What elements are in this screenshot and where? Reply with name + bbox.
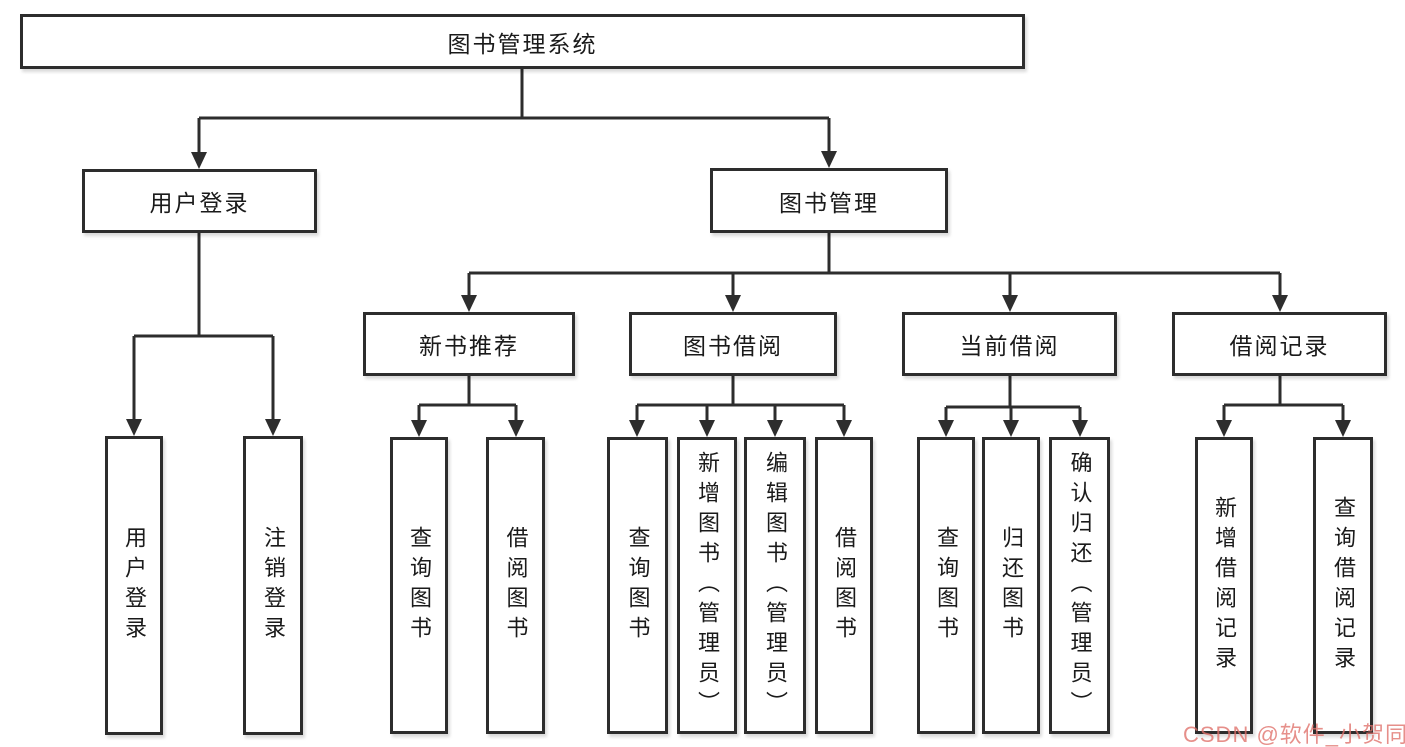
node-leaf-borrow-books-recommend-label: 借阅图书 <box>503 525 529 646</box>
node-leaf-user-login: 用户登录 <box>105 436 163 735</box>
node-leaf-add-books-admin: 新增图书（管理员） <box>677 437 737 734</box>
node-leaf-borrow-books-recommend: 借阅图书 <box>486 437 545 734</box>
node-leaf-add-books-admin-label: 新增图书（管理员） <box>695 450 720 721</box>
node-book-borrow-label: 图书借阅 <box>683 333 783 359</box>
node-borrow-records: 借阅记录 <box>1172 312 1387 376</box>
node-leaf-edit-books-admin-label: 编辑图书（管理员） <box>763 450 788 721</box>
node-leaf-query-books-borrow: 查询图书 <box>607 437 668 734</box>
arrowheads <box>126 151 1351 437</box>
node-leaf-user-login-label: 用户登录 <box>122 525 147 646</box>
node-book-management-label: 图书管理 <box>779 189 879 216</box>
node-user-login: 用户登录 <box>82 169 317 233</box>
node-new-book-recommend-label: 新书推荐 <box>419 333 519 359</box>
node-leaf-logout: 注销登录 <box>243 436 303 735</box>
node-leaf-query-books-borrow-label: 查询图书 <box>625 525 651 646</box>
node-book-management: 图书管理 <box>710 168 948 233</box>
node-current-borrow: 当前借阅 <box>902 312 1117 376</box>
node-leaf-logout-label: 注销登录 <box>261 525 286 646</box>
watermark: CSDN @软件_小贺同学 <box>1183 722 1405 747</box>
node-leaf-borrow-books-label: 借阅图书 <box>832 525 857 646</box>
node-user-login-label: 用户登录 <box>149 190 250 216</box>
node-new-book-recommend: 新书推荐 <box>363 312 575 376</box>
node-leaf-confirm-return-admin: 确认归还（管理员） <box>1049 437 1110 734</box>
node-leaf-query-books-current-label: 查询图书 <box>934 525 959 646</box>
node-leaf-return-books: 归还图书 <box>982 437 1040 734</box>
node-leaf-query-borrow-record: 查询借阅记录 <box>1313 437 1373 734</box>
node-leaf-edit-books-admin: 编辑图书（管理员） <box>744 437 806 734</box>
node-book-borrow: 图书借阅 <box>629 312 837 376</box>
node-leaf-add-borrow-record-label: 新增借阅记录 <box>1212 495 1237 676</box>
node-leaf-confirm-return-admin-label: 确认归还（管理员） <box>1067 450 1093 721</box>
node-leaf-query-borrow-record-label: 查询借阅记录 <box>1331 495 1356 676</box>
node-leaf-query-books-current: 查询图书 <box>917 437 975 734</box>
node-leaf-add-borrow-record: 新增借阅记录 <box>1195 437 1253 734</box>
node-leaf-borrow-books: 借阅图书 <box>815 437 873 734</box>
node-root-label: 图书管理系统 <box>447 30 598 57</box>
node-current-borrow-label: 当前借阅 <box>959 333 1060 359</box>
node-leaf-query-books-recommend-label: 查询图书 <box>407 525 432 646</box>
node-leaf-return-books-label: 归还图书 <box>999 525 1024 646</box>
node-root: 图书管理系统 <box>20 14 1025 69</box>
node-leaf-query-books-recommend: 查询图书 <box>390 437 448 734</box>
node-borrow-records-label: 借阅记录 <box>1229 333 1330 359</box>
